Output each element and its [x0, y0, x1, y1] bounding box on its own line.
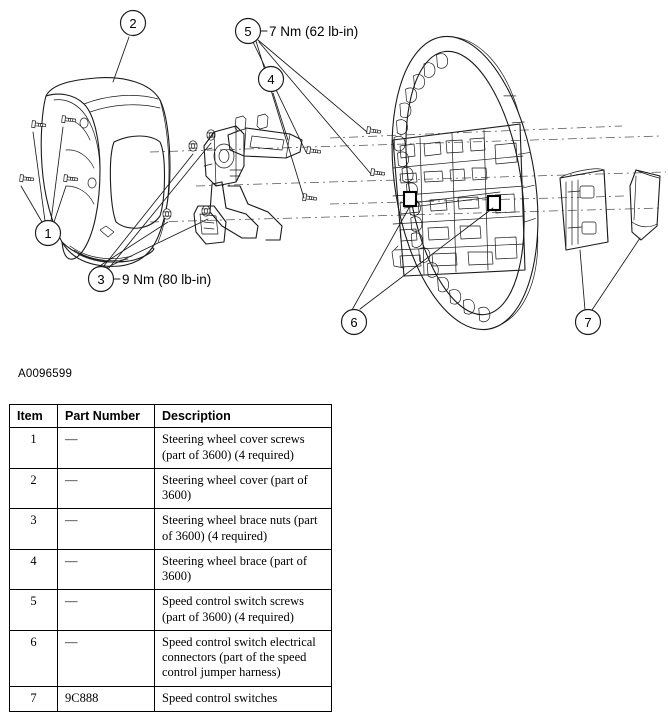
table-row: 1—Steering wheel cover screws (part of 3… [9, 427, 332, 469]
callout-4: 4 [257, 65, 285, 93]
parts-table: Item Part Number Description 1—Steering … [9, 403, 332, 712]
callout-7: 7 [574, 308, 602, 336]
column-header-item: Item [9, 403, 58, 429]
cell-description: Speed control switch screws (part of 360… [154, 589, 332, 631]
table-row: 2—Steering wheel cover (part of 3600) [9, 467, 332, 510]
steering-wheel-hub-module [391, 123, 526, 277]
cell-item: 6 [9, 629, 58, 687]
callout-2: 2 [119, 9, 147, 37]
cell-item: 3 [9, 508, 58, 550]
cell-item: 2 [9, 467, 58, 510]
cell-part-number: — [57, 548, 155, 591]
table-row: 3—Steering wheel brace nuts (part of 360… [9, 508, 332, 550]
cell-description: Speed control switches [154, 685, 332, 712]
torque-note-item-3: 9 Nm (80 lb-in) [122, 272, 211, 287]
cell-part-number: — [57, 467, 155, 510]
cell-description: Steering wheel cover (part of 3600) [154, 467, 332, 510]
steering-wheel-cover [40, 77, 171, 267]
speed-control-electrical-connectors [402, 190, 502, 212]
cell-part-number: — [57, 427, 155, 469]
speed-control-switch-screws [302, 126, 386, 203]
cell-part-number: 9C888 [57, 685, 155, 712]
callout-1: 1 [34, 219, 62, 247]
table-row: 4—Steering wheel brace (part of 3600) [9, 548, 332, 591]
cell-item: 7 [9, 685, 58, 712]
callout-6-label: 6 [350, 315, 357, 330]
torque-notes: 7 Nm (62 lb-in) 9 Nm (80 lb-in) [122, 24, 358, 287]
cell-item: 5 [9, 589, 58, 631]
exploded-view-drawing: .ln { fill:none; stroke:#1a1a1a; stroke-… [19, 9, 667, 336]
callout-5-label: 5 [244, 24, 251, 39]
cell-part-number: — [57, 508, 155, 550]
table-row: 5—Speed control switch screws (part of 3… [9, 589, 332, 631]
callout-3-label: 3 [97, 272, 104, 287]
cell-description: Steering wheel cover screws (part of 360… [154, 427, 332, 469]
column-header-description: Description [154, 403, 332, 429]
steering-wheel-brace [193, 113, 303, 245]
cell-part-number: — [57, 589, 155, 631]
table-row: 6—Speed control switch electrical connec… [9, 629, 332, 687]
speed-control-switches [559, 168, 661, 251]
callout-3: 3 [87, 265, 121, 293]
exploded-view-figure: .ln { fill:none; stroke:#1a1a1a; stroke-… [19, 9, 667, 336]
callout-bubbles: 1 2 3 4 5 6 [34, 9, 602, 336]
torque-note-item-5: 7 Nm (62 lb-in) [269, 24, 358, 39]
cell-part-number: — [57, 629, 155, 687]
callout-1-label: 1 [44, 226, 51, 241]
cell-description: Steering wheel brace (part of 3600) [154, 548, 332, 591]
parts-table-container: Item Part Number Description 1—Steering … [9, 403, 332, 712]
column-header-part-number: Part Number [57, 403, 155, 429]
callout-5: 5 [234, 17, 268, 45]
steering-wheel-assembly [391, 35, 539, 331]
callout-4-label: 4 [267, 72, 274, 87]
table-header-row: Item Part Number Description [9, 403, 332, 429]
cell-item: 4 [9, 548, 58, 591]
parts-table-head: Item Part Number Description [9, 403, 332, 429]
steering-wheel-cover-screws [19, 115, 79, 184]
drawing-id-label: A0096599 [18, 368, 73, 380]
parts-table-body: 1—Steering wheel cover screws (part of 3… [9, 427, 332, 712]
callout-6: 6 [340, 308, 368, 336]
callout-7-label: 7 [584, 315, 591, 330]
callout-2-label: 2 [129, 16, 136, 31]
cell-description: Speed control switch electrical connecto… [154, 629, 332, 687]
callout-leader-lines [20, 36, 641, 311]
cell-description: Steering wheel brace nuts (part of 3600)… [154, 508, 332, 550]
cell-item: 1 [9, 427, 58, 469]
